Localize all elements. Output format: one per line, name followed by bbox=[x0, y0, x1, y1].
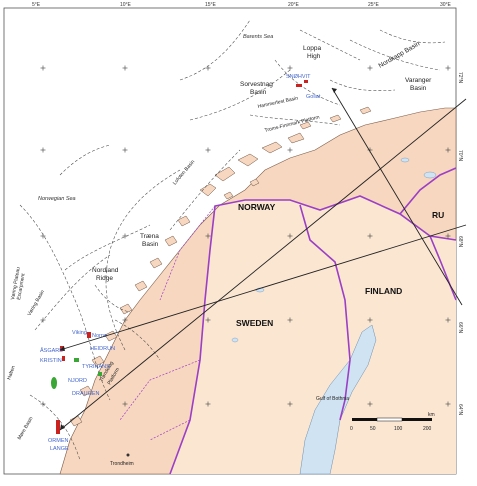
lon-tick-label: 10°E bbox=[120, 2, 132, 8]
lon-tick-label: 15°E bbox=[205, 2, 217, 8]
lat-tick-label: 68°N bbox=[457, 236, 463, 248]
basin-label-nordland: Nordland bbox=[92, 267, 119, 274]
field-gas-marker bbox=[87, 332, 91, 338]
internal-boundaries bbox=[119, 205, 216, 441]
field-oil-marker bbox=[98, 372, 102, 376]
sea-label-norwegian: Norwegian Sea bbox=[38, 196, 76, 202]
field-label-tyrihans: TYRIHANS bbox=[82, 364, 110, 370]
lat-tick-label: 70°N bbox=[457, 150, 463, 162]
scale-label: 50 bbox=[370, 426, 376, 432]
basin-label-traena: Træna bbox=[140, 233, 159, 240]
graticule-crosses bbox=[40, 65, 451, 407]
field-label-goliat: Goliat bbox=[306, 94, 321, 100]
scale-label: 200 bbox=[423, 426, 432, 432]
lakes bbox=[231, 157, 437, 343]
lon-tick-label: 25°E bbox=[368, 2, 380, 8]
field-label-draugen: DRAUGEN bbox=[72, 391, 100, 397]
country-label-sweden: SWEDEN bbox=[236, 318, 273, 328]
field-label-viking: Viking bbox=[72, 330, 87, 336]
country-label-russia: RU bbox=[432, 210, 444, 220]
sea-label-bothnia: Gulf of Bothnia bbox=[316, 396, 349, 402]
basin-label-sorvestnag: Basin bbox=[250, 89, 267, 96]
field-label-snohvit: SNØHVIT bbox=[286, 74, 311, 80]
basin-label-halten: Halten bbox=[6, 365, 17, 381]
sea-label-barents: Barents Sea bbox=[243, 34, 273, 40]
field-gas-marker bbox=[296, 84, 302, 87]
scale-unit: km bbox=[428, 412, 435, 418]
lon-tick-label: 30°E bbox=[440, 2, 452, 8]
field-label-norne: Norne bbox=[92, 333, 107, 339]
field-label-ormen-lange: LANGE bbox=[50, 446, 69, 452]
arrow-heads bbox=[60, 88, 337, 430]
gulf-of-bothnia-water bbox=[299, 324, 377, 475]
scale-label: 0 bbox=[350, 426, 353, 432]
country-label-finland: FINLAND bbox=[365, 286, 402, 296]
basin-label-voring-escarpment: Escarpment bbox=[16, 272, 27, 300]
lat-tick-label: 72°N bbox=[457, 72, 463, 84]
lat-tick-label: 64°N bbox=[457, 404, 463, 416]
right-latitude-ticks: 72°N 70°N 68°N 66°N 64°N bbox=[457, 72, 463, 416]
field-gas-marker bbox=[62, 356, 65, 361]
coastal-islands bbox=[69, 106, 372, 427]
field-label-asgard: ÅSGARD bbox=[40, 347, 63, 354]
city-marker bbox=[126, 453, 130, 457]
land-sweden-finland bbox=[170, 196, 456, 474]
basin-label-varanger: Basin bbox=[410, 85, 427, 92]
basin-label-nordland: Ridge bbox=[96, 275, 113, 282]
city-label-trondheim: Trondheim bbox=[110, 461, 134, 467]
field-label-heidrun: HEIDRUN bbox=[90, 346, 115, 352]
field-gas-marker bbox=[304, 80, 308, 83]
field-label-ormen-lange: ORMEN bbox=[48, 438, 69, 444]
basin-label-loppa: Loppa bbox=[303, 45, 321, 52]
scale-bar: 0 50 100 200 km bbox=[350, 412, 435, 432]
callout-arrows bbox=[59, 87, 467, 431]
field-oil-marker bbox=[51, 377, 57, 389]
structural-boundaries bbox=[19, 19, 446, 461]
field-label-kristin: KRISTIN bbox=[40, 358, 62, 364]
basin-label-voring-escarpment: Vøring Plateau bbox=[10, 267, 22, 301]
field-label-njord: NJORD bbox=[68, 378, 87, 384]
basin-label-sorvestnag: Sorvestnag bbox=[240, 81, 273, 88]
basin-label-traena: Basin bbox=[142, 241, 159, 248]
lon-tick-label: 20°E bbox=[288, 2, 300, 8]
lat-tick-label: 66°N bbox=[457, 322, 463, 334]
field-gas-marker bbox=[56, 420, 60, 434]
lon-tick-label: 5°E bbox=[32, 2, 41, 8]
field-oil-marker bbox=[74, 358, 79, 362]
basin-label-loppa: High bbox=[307, 53, 321, 60]
basin-label-varanger: Varanger bbox=[405, 77, 432, 84]
scale-label: 100 bbox=[394, 426, 403, 432]
country-label-norway: NORWAY bbox=[238, 202, 276, 212]
top-longitude-ticks: 5°E 10°E 15°E 20°E 25°E 30°E bbox=[32, 2, 452, 8]
